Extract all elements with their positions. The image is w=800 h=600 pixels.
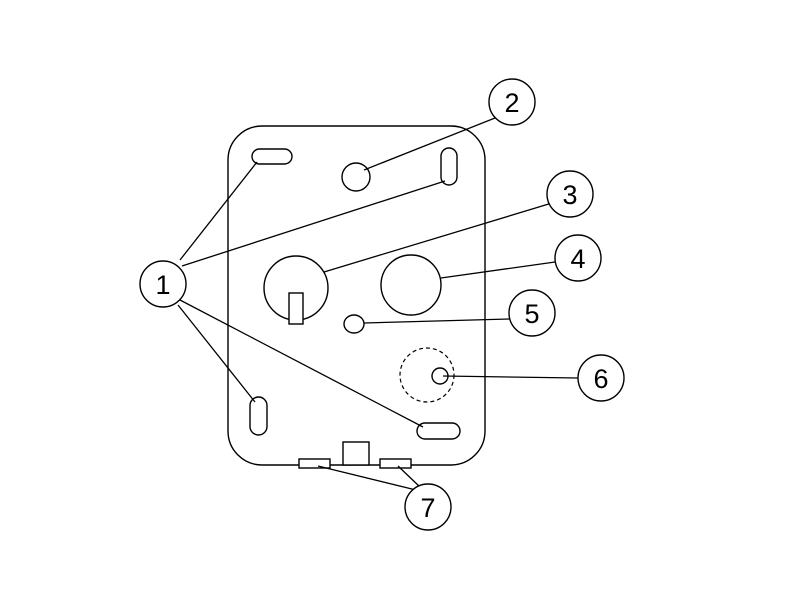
callout-label: 2	[504, 88, 519, 118]
large-round-opening	[380, 254, 442, 316]
callout-1: 1	[139, 260, 187, 308]
slot-top-right	[440, 147, 458, 186]
leader-3	[323, 202, 553, 273]
callout-label: 6	[593, 364, 608, 394]
callout-label: 1	[155, 270, 170, 300]
leader-1-slot-bottom-right	[179, 299, 424, 428]
leader-lines	[177, 117, 579, 491]
callout-5: 5	[508, 289, 556, 337]
bottom-tab-center	[342, 441, 370, 466]
leader-1-slot-bottom-left	[177, 304, 256, 403]
leader-1-slot-top-left	[179, 161, 258, 261]
callout-label: 5	[524, 299, 539, 329]
callout-bubble	[404, 483, 452, 531]
leader-1-slot-top-right	[181, 180, 446, 267]
callout-bubble	[488, 78, 536, 126]
leader-6	[442, 375, 579, 379]
bottom-tab-left	[298, 458, 331, 469]
leader-4	[440, 261, 556, 279]
callout-3: 3	[546, 170, 594, 218]
knockout-dashed-ring	[399, 347, 455, 403]
leader-5	[363, 318, 511, 324]
callout-bubble	[508, 289, 556, 337]
slot-bottom-left	[249, 396, 268, 436]
callout-label: 4	[570, 244, 585, 274]
small-hole-top	[341, 162, 371, 192]
callout-bubble	[139, 260, 187, 308]
callout-7: 7	[404, 483, 452, 531]
callout-4: 4	[554, 234, 602, 282]
slot-bottom-right	[416, 422, 461, 440]
bottom-tab-right	[379, 458, 412, 469]
leader-7-tab-left	[317, 465, 417, 491]
callout-label: 3	[562, 180, 577, 210]
slot-top-left	[251, 148, 293, 165]
callout-bubble	[554, 234, 602, 282]
keyhole-slot	[288, 292, 304, 325]
leader-7-tab-right	[397, 465, 421, 488]
callout-bubble	[577, 354, 625, 402]
callout-2: 2	[488, 78, 536, 126]
callout-6: 6	[577, 354, 625, 402]
callout-label: 7	[420, 493, 435, 523]
small-hole-center	[343, 314, 365, 334]
callout-bubble	[546, 170, 594, 218]
leader-2	[363, 117, 496, 171]
